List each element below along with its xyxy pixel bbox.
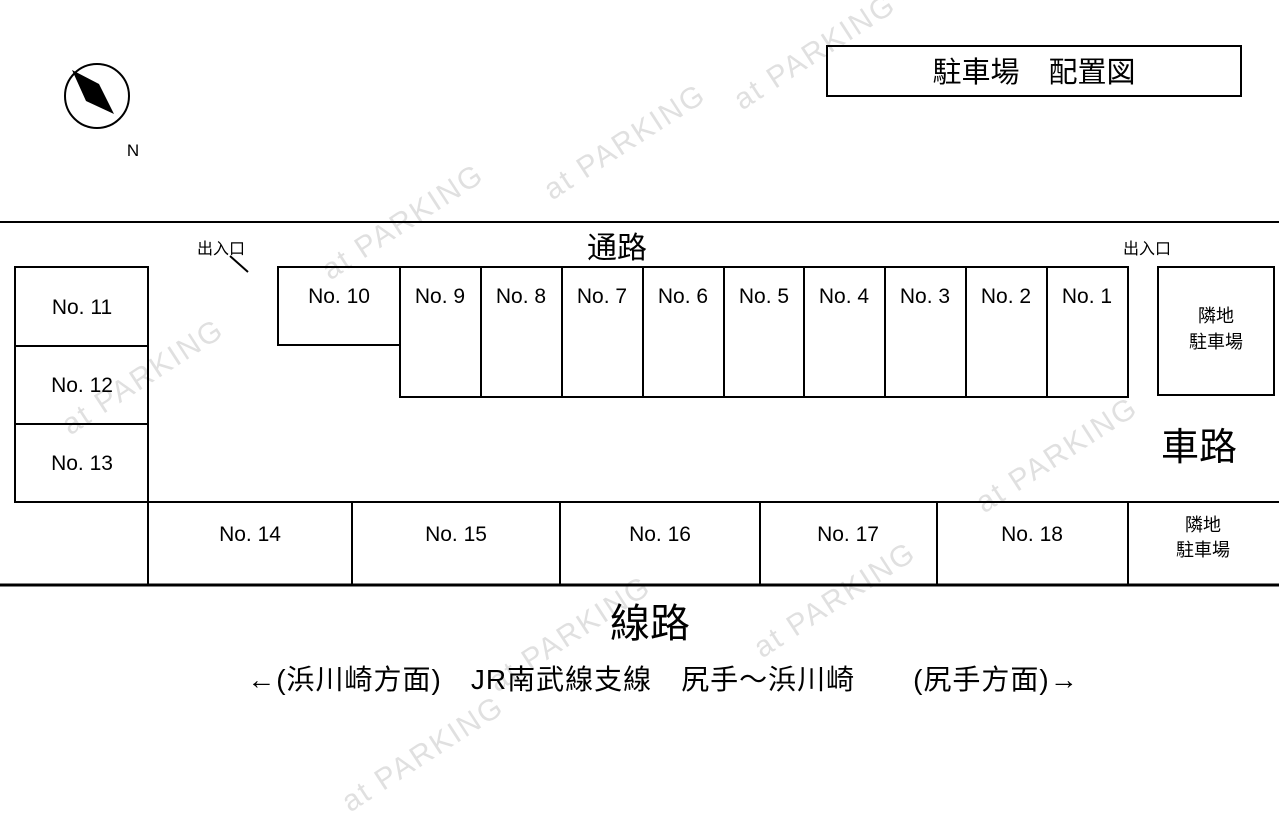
north-needle-icon [72, 70, 114, 114]
parking-space-label: No. 1 [1062, 285, 1112, 308]
passage-label: 通路 [587, 232, 647, 265]
parking-space-label: No. 16 [629, 523, 691, 546]
driveway-label: 車路 [1161, 427, 1237, 469]
parking-space-label: No. 17 [817, 523, 879, 546]
parking-space-label: No. 8 [496, 285, 546, 308]
parking-space-label: No. 10 [308, 285, 370, 308]
compass: N [64, 63, 139, 160]
parking-space-label: No. 13 [51, 452, 113, 475]
parking-space-label: No. 14 [219, 523, 281, 546]
north-label: N [127, 141, 139, 160]
parking-space-label: No. 4 [819, 285, 870, 308]
watermark-text: at PARKING [728, 0, 902, 117]
entrance-left-label: 出入口 [197, 240, 245, 258]
parking-space-label: No. 9 [415, 285, 465, 308]
parking-space-label: No. 3 [900, 285, 950, 308]
parking-space-label: No. 11 [52, 296, 112, 319]
railway-direction-label: ←(浜川崎方面) JR南武線支線 尻手～浜川崎 (尻手方面)→ [247, 664, 1079, 695]
watermark-text: at PARKING [748, 535, 922, 664]
top-row-outline [399, 266, 1129, 398]
entrance-right-label: 出入口 [1123, 240, 1171, 258]
adjacent-lot-bottom-label-line2: 駐車場 [1176, 540, 1230, 560]
parking-space-label: No. 5 [739, 285, 789, 308]
parking-space-label: No. 6 [658, 285, 708, 308]
parking-space-label: No. 12 [51, 374, 113, 397]
parking-space-label: No. 7 [577, 285, 627, 308]
watermark-text: at PARKING [970, 390, 1144, 519]
watermark-text: at PARKING [336, 689, 510, 813]
adjacent-lot-top-label-line1: 隣地 [1198, 306, 1234, 326]
parking-space-box [14, 423, 149, 503]
adjacent-lot-bottom-label-line1: 隣地 [1185, 515, 1221, 535]
compass-circle [64, 63, 130, 129]
parking-space-label: No. 2 [981, 285, 1031, 308]
page-title: 駐車場 配置図 [932, 56, 1135, 89]
railway-label: 線路 [610, 602, 690, 646]
entrance-gate-mark [229, 255, 249, 273]
title-box [826, 45, 1242, 97]
watermark-text: at PARKING [538, 77, 712, 206]
parking-space-label: No. 18 [1001, 523, 1063, 546]
parking-space-label: No. 15 [425, 523, 487, 546]
adjacent-lot-top-box [1157, 266, 1275, 396]
adjacent-lot-top-label-line2: 駐車場 [1189, 332, 1243, 352]
